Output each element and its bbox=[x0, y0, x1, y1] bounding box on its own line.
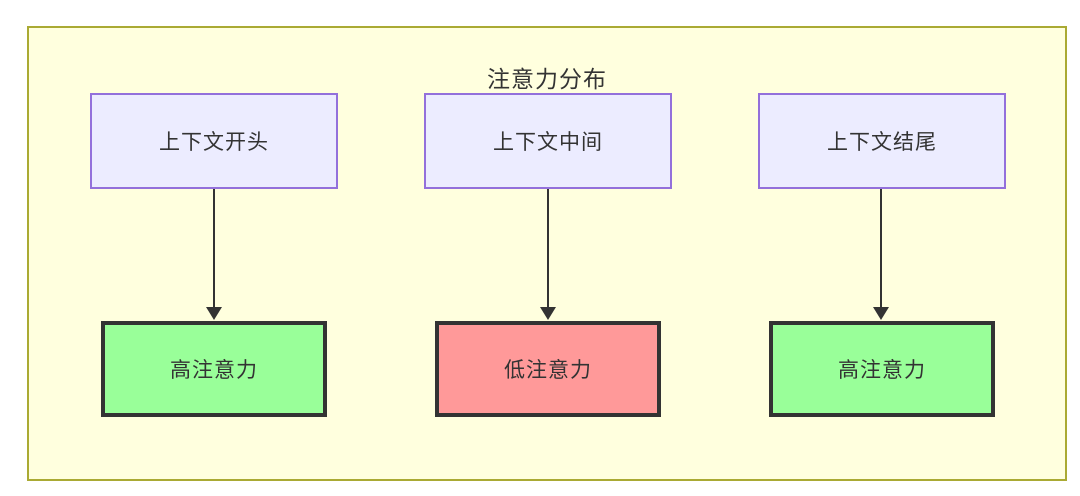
arrow-head-icon bbox=[206, 307, 222, 320]
node-context-middle: 上下文中间 bbox=[424, 93, 672, 189]
arrow-shaft bbox=[547, 189, 549, 308]
node-low-attention-middle-label: 低注意力 bbox=[504, 358, 592, 382]
node-high-attention-end-label: 高注意力 bbox=[838, 358, 926, 382]
node-high-attention-start-label: 高注意力 bbox=[170, 358, 258, 382]
node-context-start: 上下文开头 bbox=[90, 93, 338, 189]
node-context-end: 上下文结尾 bbox=[758, 93, 1006, 189]
node-context-start-label: 上下文开头 bbox=[159, 130, 269, 154]
node-low-attention-middle: 低注意力 bbox=[435, 321, 661, 417]
node-high-attention-end: 高注意力 bbox=[769, 321, 995, 417]
arrow-shaft bbox=[880, 189, 882, 308]
node-context-middle-label: 上下文中间 bbox=[493, 130, 603, 154]
arrow-context-start-to-high-attention bbox=[205, 189, 223, 321]
arrow-head-icon bbox=[540, 307, 556, 320]
diagram-title: 注意力分布 bbox=[487, 67, 607, 93]
arrow-head-icon bbox=[873, 307, 889, 320]
node-context-end-label: 上下文结尾 bbox=[827, 130, 937, 154]
node-high-attention-start: 高注意力 bbox=[101, 321, 327, 417]
arrow-context-end-to-high-attention bbox=[872, 189, 890, 321]
arrow-shaft bbox=[213, 189, 215, 308]
arrow-context-middle-to-low-attention bbox=[539, 189, 557, 321]
